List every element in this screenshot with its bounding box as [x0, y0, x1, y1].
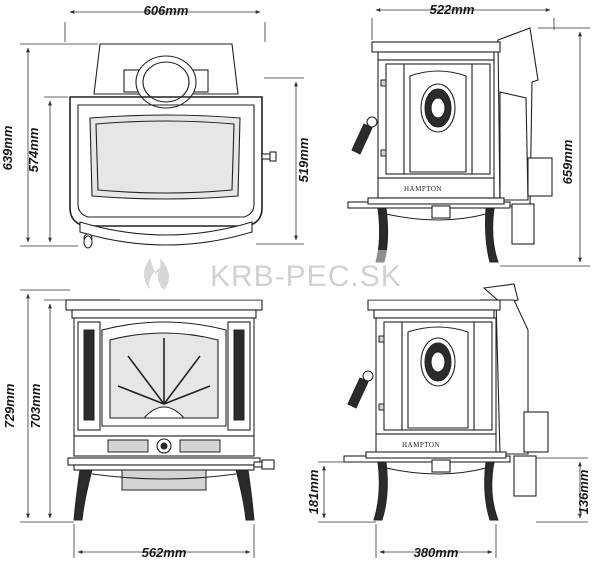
watermark: KRB-PEC.SK [120, 250, 480, 300]
brand-label-top: HAMPTON [404, 185, 442, 193]
side-handle [351, 123, 373, 155]
bottom-front-dimensions: 729mm 703mm 562mm [2, 289, 255, 560]
top-front-height-inner-label: 574mm [26, 127, 41, 172]
top-front-dimensions: 606mm 639mm 574mm 519mm [0, 3, 311, 247]
bottom-side-leg-height-label: 181mm [306, 469, 321, 514]
top-side-height-label: 659mm [560, 139, 575, 184]
watermark-text: KRB-PEC.SK [210, 260, 402, 293]
side-handle-bottom [347, 377, 369, 409]
flame-logo-icon [144, 258, 170, 290]
top-front-view [69, 43, 277, 249]
bottom-front-width-label: 562mm [142, 545, 187, 560]
top-side-width-label: 522mm [430, 2, 475, 17]
top-front-height-right-label: 519mm [296, 137, 311, 182]
top-front-width-label: 606mm [144, 3, 189, 18]
top-front-height-outer-label: 639mm [0, 125, 15, 170]
insert-glass [89, 114, 241, 200]
brand-label-bottom: HAMPTON [402, 441, 440, 449]
top-side-view: HAMPTON [347, 27, 553, 263]
bottom-side-width-label: 380mm [414, 545, 459, 560]
bottom-side-view: HAMPTON [343, 283, 549, 521]
bottom-front-height-outer-label: 729mm [2, 383, 17, 428]
bottom-front-view [65, 299, 275, 521]
top-side-dimensions: 522mm 659mm [371, 2, 590, 267]
bottom-side-right-height-label: 136mm [576, 469, 591, 514]
bottom-front-height-inner-label: 703mm [28, 383, 43, 428]
bottom-side-dimensions: 181mm 380mm 136mm [306, 457, 591, 560]
